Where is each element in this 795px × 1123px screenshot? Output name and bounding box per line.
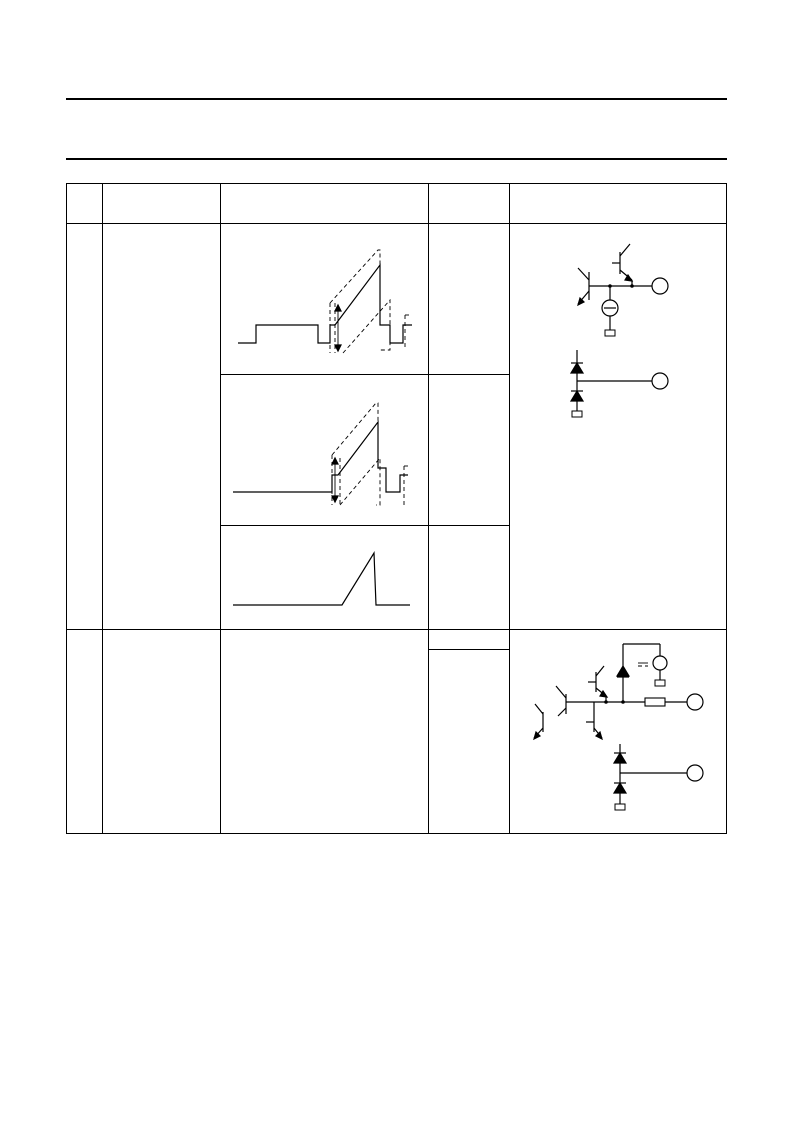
header-row-divider	[67, 223, 726, 224]
equivalent-circuit-1	[569, 243, 669, 418]
equivalent-circuit-2	[533, 643, 704, 811]
row-divider-2	[67, 629, 726, 630]
row1-sub-divider-2	[220, 525, 509, 526]
header-rule-bottom	[66, 158, 727, 160]
col-divider-name	[220, 184, 221, 833]
waveform-ramp-icon	[233, 551, 410, 606]
row2-voltage-divider	[428, 649, 509, 650]
col-divider-voltage	[509, 184, 510, 833]
col-divider-pin	[102, 184, 103, 833]
header-rule-top	[66, 98, 727, 100]
pin-description-table	[66, 183, 727, 834]
waveform-sawtooth-icon	[238, 249, 412, 354]
waveform-sawtooth-icon	[233, 402, 410, 506]
col-divider-signal	[428, 184, 429, 833]
row1-sub-divider-1	[220, 374, 509, 375]
